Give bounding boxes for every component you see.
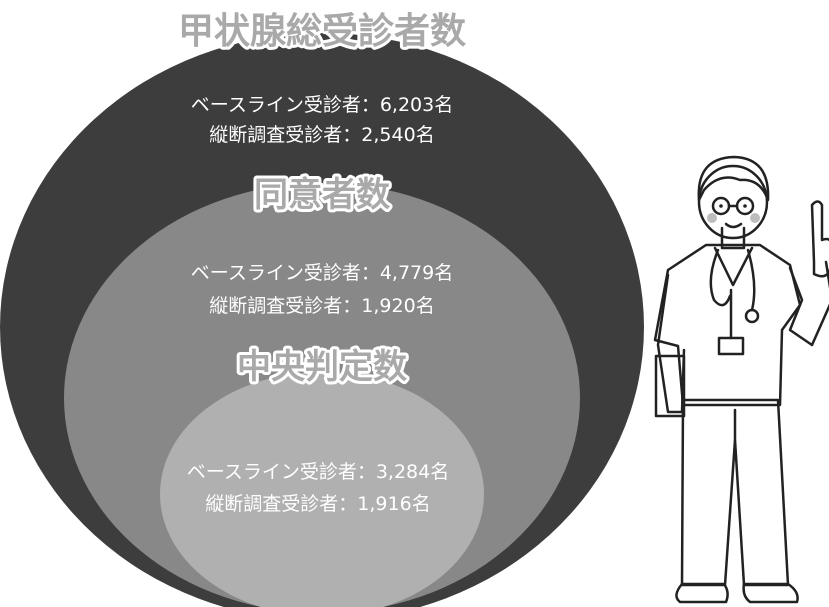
total-longitudinal-label: 縦断調査受診者：2,540名 bbox=[209, 124, 434, 146]
doctor-right-shoe bbox=[742, 582, 799, 604]
doctor-hand bbox=[810, 200, 829, 278]
doctor-left-shoe bbox=[675, 582, 729, 604]
doctor-pointing-icon bbox=[653, 155, 829, 604]
doctor-hair bbox=[697, 155, 770, 202]
total-examinees-title: 甲状腺総受診者数 bbox=[178, 11, 466, 52]
central-assessment-group: 中央判定数 ベースライン受診者：3,284名 縦断調査受診者：1,916名 bbox=[160, 344, 484, 607]
doctor-clipboard bbox=[654, 354, 686, 418]
consent-baseline-label: ベースライン受診者：4,779名 bbox=[191, 262, 453, 284]
stethoscope-icon bbox=[709, 248, 756, 312]
doctor-left-arm bbox=[656, 273, 686, 414]
central-baseline-label: ベースライン受診者：3,284名 bbox=[187, 461, 449, 483]
central-assessment-circle bbox=[160, 372, 484, 607]
consent-longitudinal-label: 縦断調査受診者：1,920名 bbox=[209, 295, 434, 317]
total-baseline-label: ベースライン受診者：6,203名 bbox=[191, 94, 453, 116]
doctor-id-badge bbox=[717, 336, 745, 356]
central-longitudinal-label: 縦断調査受診者：1,916名 bbox=[205, 493, 430, 515]
doctor-head bbox=[697, 164, 769, 240]
central-assessment-title: 中央判定数 bbox=[237, 347, 407, 387]
doctor-shirt bbox=[653, 243, 802, 407]
doctor-raised-arm bbox=[788, 260, 829, 347]
consent-title: 同意者数 bbox=[254, 175, 390, 215]
